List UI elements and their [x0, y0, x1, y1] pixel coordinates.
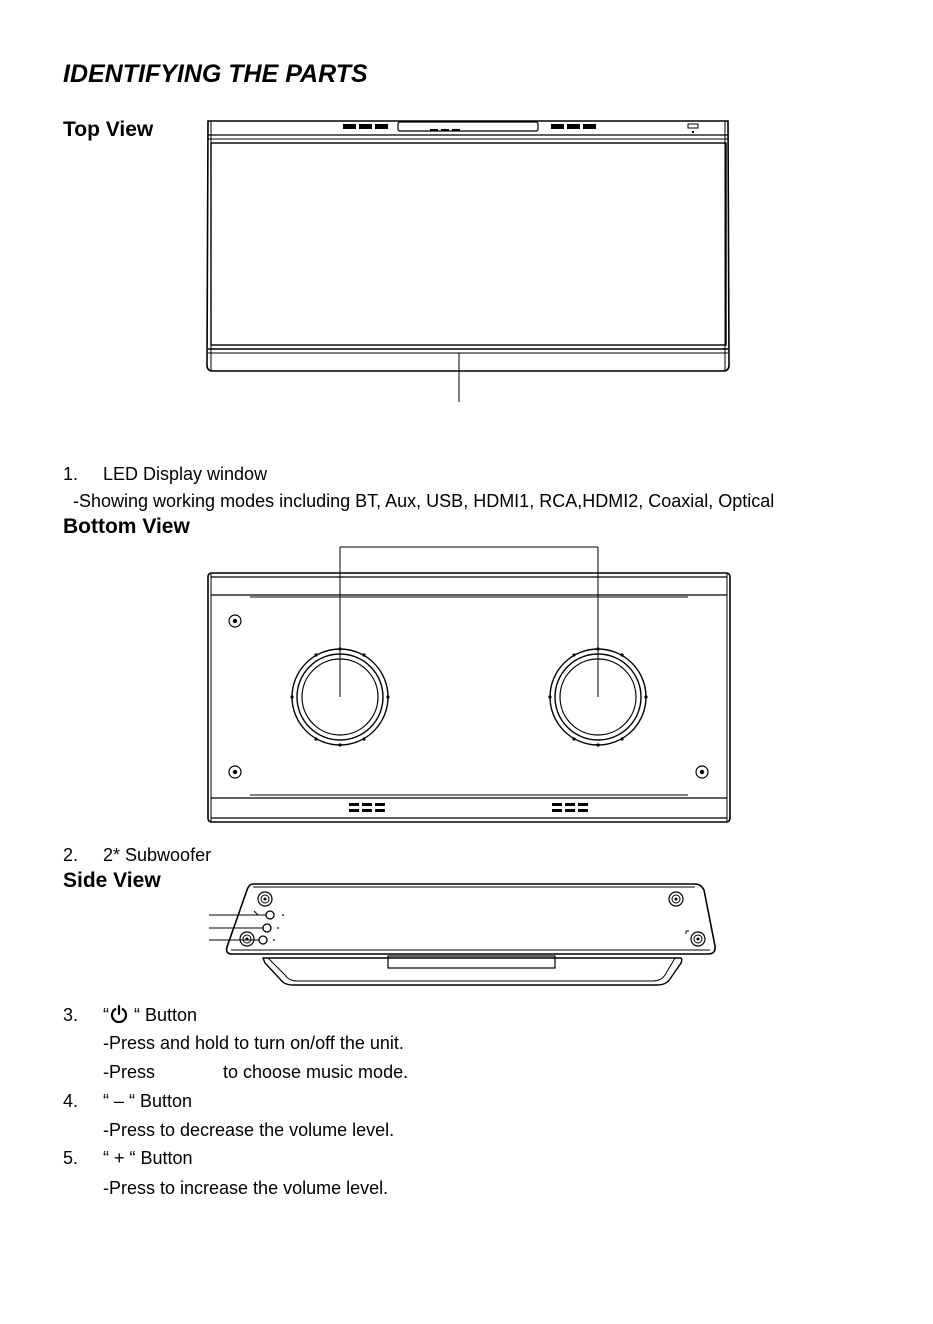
power-button-icon — [209, 910, 284, 920]
volume-up-button-icon — [209, 935, 275, 945]
side-view-item-volume-up: 5. “ + “ Button — [63, 1148, 193, 1169]
item-name: 2* Subwoofer — [103, 845, 212, 865]
screw-icon — [668, 891, 684, 907]
item-name: LED Display window — [103, 464, 268, 484]
item-name: “ + “ Button — [103, 1148, 193, 1168]
top-view-heading: Top View — [63, 118, 154, 141]
item-description: -Press to increase the volume level. — [103, 1178, 389, 1198]
screw-icon — [695, 765, 709, 779]
side-view-item-power: 3. “ “ Button — [63, 1004, 197, 1026]
page-title: IDENTIFYING THE PARTS — [63, 60, 368, 88]
item-description: -Press and hold to turn on/off the unit. — [103, 1033, 404, 1053]
item-name-prefix: “ — [103, 1005, 109, 1025]
item-name-suffix: “ Button — [129, 1005, 198, 1025]
top-view-item-description: -Showing working modes including BT, Aux… — [73, 491, 775, 511]
volume-down-button-icon — [209, 923, 279, 933]
item-number: 5. — [63, 1148, 79, 1168]
item-number: 4. — [63, 1091, 79, 1111]
bottom-view-heading: Bottom View — [63, 515, 190, 538]
subwoofer-left-icon — [290, 647, 390, 747]
side-view-figure — [209, 883, 716, 986]
top-view-item: 1. LED Display window — [63, 464, 267, 485]
screw-icon — [228, 765, 242, 779]
subwoofer-right-icon — [548, 647, 648, 747]
item-number: 2. — [63, 845, 79, 865]
item-number: 3. — [63, 1005, 79, 1025]
item-description: -Press — [103, 1062, 156, 1082]
top-view-figure — [206, 120, 730, 402]
item-description: -Press to decrease the volume level. — [103, 1120, 395, 1140]
power-icon — [110, 1004, 128, 1024]
screw-icon — [228, 614, 242, 628]
side-view-heading: Side View — [63, 869, 161, 892]
item-number: 1. — [63, 464, 79, 484]
bottom-view-figure — [207, 546, 731, 823]
side-view-item-volume-down: 4. “ – “ Button — [63, 1091, 192, 1112]
item-name: “ – “ Button — [103, 1091, 193, 1111]
screw-icon — [239, 931, 255, 947]
item-description: to choose music mode. — [223, 1062, 409, 1082]
bottom-view-item: 2. 2* Subwoofer — [63, 845, 211, 866]
screw-icon — [257, 891, 273, 907]
screw-icon — [690, 931, 706, 947]
